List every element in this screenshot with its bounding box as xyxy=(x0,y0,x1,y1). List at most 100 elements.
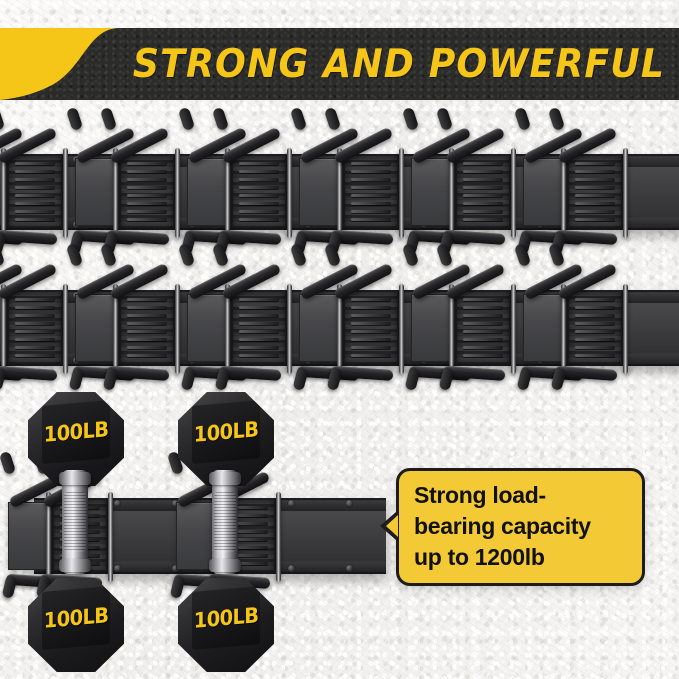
rack-chrome-tube xyxy=(511,148,516,238)
rack-chrome-tube xyxy=(337,148,342,238)
module-slat xyxy=(15,354,55,357)
module-slat xyxy=(239,218,279,221)
module-slat xyxy=(127,298,167,301)
rack-chrome-tube xyxy=(113,284,118,374)
module-slat xyxy=(463,202,503,205)
module-slat xyxy=(351,186,391,189)
module-slat xyxy=(239,330,279,333)
module-slat xyxy=(127,346,167,349)
rack-hook-upper xyxy=(99,242,170,301)
module-slat xyxy=(463,306,503,309)
rack-hook-lower xyxy=(326,356,394,400)
module-slat xyxy=(575,298,615,301)
rack-chrome-tube xyxy=(511,284,516,374)
module-slat xyxy=(228,546,268,549)
rack-slotted-module xyxy=(567,156,623,228)
rack-slotted-module xyxy=(455,292,511,364)
handle-collar-bottom xyxy=(209,559,241,572)
rack-hook-upper xyxy=(211,242,282,301)
rack-chrome-tube xyxy=(623,148,628,238)
module-slat xyxy=(239,210,279,213)
rack-hook-upper xyxy=(99,106,170,165)
rack-chrome-tube xyxy=(175,284,180,374)
module-slat xyxy=(15,170,55,173)
rack-slotted-module xyxy=(231,156,287,228)
module-slat xyxy=(228,554,268,557)
module-slat xyxy=(15,218,55,221)
module-slat xyxy=(463,170,503,173)
dumbbell-weight-plate: 100LB xyxy=(178,578,274,672)
rack-hook-lower xyxy=(438,356,506,400)
module-slat xyxy=(575,194,615,197)
rack-chrome-tube xyxy=(337,284,342,374)
dumbbell-weight-label: 100LB xyxy=(193,417,259,447)
hook-tip xyxy=(169,574,186,600)
dumbbell-weight-label: 100LB xyxy=(193,603,259,633)
rack-chrome-tube xyxy=(399,284,404,374)
rack-chrome-tube xyxy=(449,148,454,238)
module-slat xyxy=(15,202,55,205)
module-slat xyxy=(15,346,55,349)
rack-hook-upper xyxy=(323,242,394,301)
top-rack-rail xyxy=(0,106,679,256)
rack-slotted-module xyxy=(119,292,175,364)
module-slat xyxy=(127,218,167,221)
module-slat xyxy=(239,306,279,309)
rack-slotted-module xyxy=(231,292,287,364)
load-capacity-callout: Strong load- bearing capacity up to 1200… xyxy=(380,468,645,586)
module-slat xyxy=(15,162,55,165)
hook-tip xyxy=(68,366,85,392)
hook-arm xyxy=(0,229,58,245)
dumbbell-label-face: 100LB xyxy=(192,586,260,650)
dumbbell-label-face: 100LB xyxy=(192,400,260,464)
module-slat xyxy=(15,298,55,301)
callout-pointer-fill xyxy=(386,515,398,537)
banner-title: STRONG AND POWERFUL xyxy=(132,41,666,87)
module-slat xyxy=(127,162,167,165)
module-slat xyxy=(15,186,55,189)
module-slat xyxy=(575,354,615,357)
module-slat xyxy=(239,162,279,165)
module-slat xyxy=(127,186,167,189)
rack-chrome-tube xyxy=(287,148,292,238)
rack-hook-upper xyxy=(0,242,58,301)
handle-collar-top xyxy=(59,472,91,485)
module-slat xyxy=(239,298,279,301)
module-slat xyxy=(239,194,279,197)
module-slat xyxy=(239,186,279,189)
rack-hook-upper xyxy=(435,242,506,301)
module-slat xyxy=(228,562,268,565)
rack-chrome-tube xyxy=(276,492,281,582)
module-slat xyxy=(575,170,615,173)
dumbbell-handle-right xyxy=(209,470,241,574)
rack-hook-lower xyxy=(0,356,58,400)
rack-chrome-tube xyxy=(1,148,6,238)
rack-hook-upper xyxy=(211,106,282,165)
module-slat xyxy=(15,210,55,213)
module-slat xyxy=(239,178,279,181)
module-slat xyxy=(351,346,391,349)
module-slat xyxy=(239,170,279,173)
module-slat xyxy=(575,186,615,189)
handle-collar-top xyxy=(209,472,241,485)
module-slat xyxy=(15,306,55,309)
module-slat xyxy=(239,202,279,205)
module-slat xyxy=(463,298,503,301)
rack-hook-lower xyxy=(102,356,170,400)
module-slat xyxy=(127,354,167,357)
module-slat xyxy=(575,210,615,213)
module-slat xyxy=(127,314,167,317)
rack-flat-panel xyxy=(299,294,343,362)
rack-hook-upper xyxy=(547,242,618,301)
module-slat xyxy=(463,210,503,213)
rack-chrome-tube xyxy=(399,148,404,238)
rack-slotted-module xyxy=(7,292,63,364)
module-slat xyxy=(351,330,391,333)
rail-bolt xyxy=(114,565,121,572)
rack-flat-panel xyxy=(187,294,231,362)
rack-chrome-tube xyxy=(46,492,51,582)
rack-chrome-tube xyxy=(108,492,113,582)
rack-chrome-tube xyxy=(287,284,292,374)
module-slat xyxy=(575,330,615,333)
module-slat xyxy=(127,194,167,197)
